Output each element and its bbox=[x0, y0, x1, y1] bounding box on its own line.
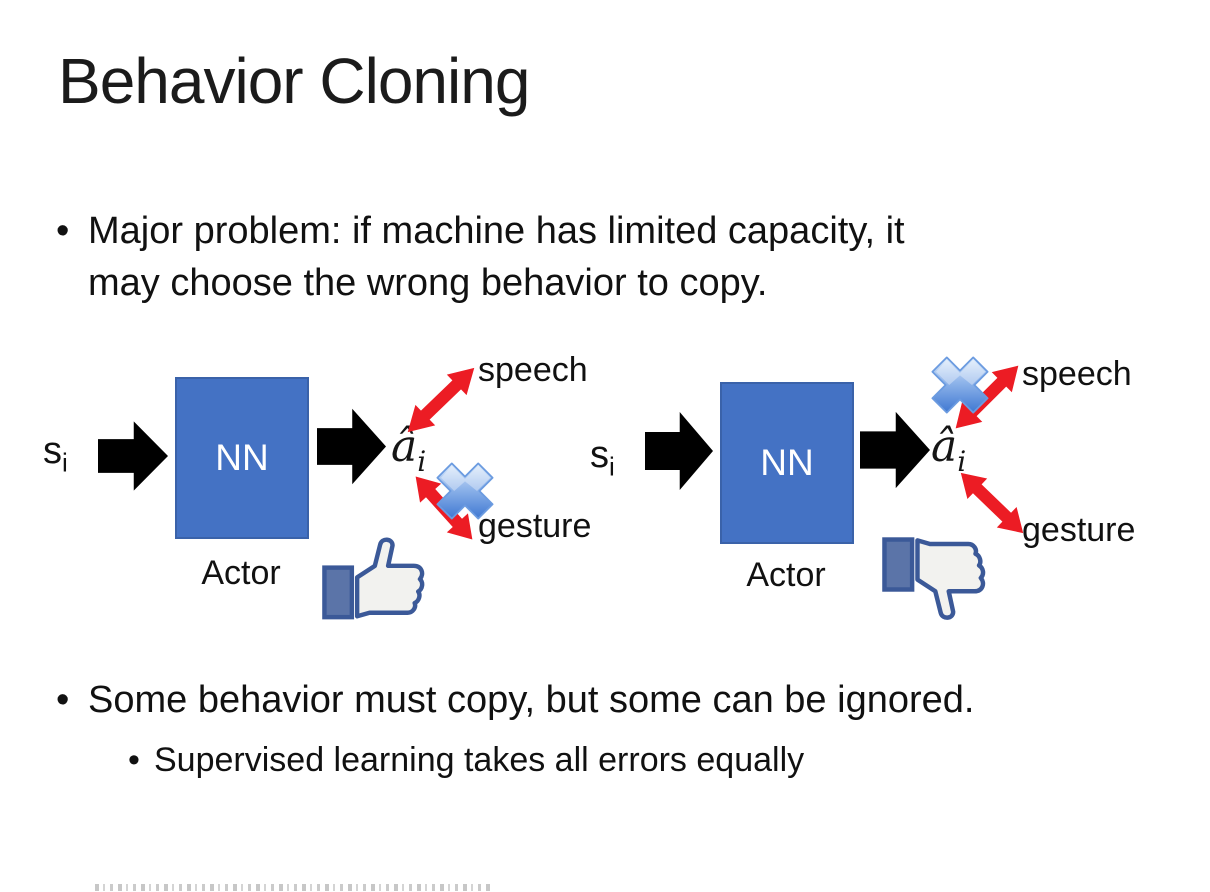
actor-label: Actor bbox=[746, 556, 826, 594]
actor-label: Actor bbox=[201, 554, 281, 592]
thumbs-up-icon bbox=[320, 534, 435, 626]
nn-label: NN bbox=[760, 442, 814, 483]
bullet-supervised-learning: • Supervised learning takes all errors e… bbox=[128, 738, 804, 782]
bullet-text: Some behavior must copy, but some can be… bbox=[88, 679, 975, 721]
cross-out-icon bbox=[435, 461, 495, 521]
nn-box: NN bbox=[175, 377, 309, 539]
speech-label: speech bbox=[478, 351, 588, 389]
bullet-line-2: may choose the wrong behavior to copy. bbox=[88, 262, 768, 305]
output-label: âi bbox=[931, 421, 967, 478]
black-arrow-icon bbox=[860, 406, 930, 494]
input-label: si bbox=[43, 430, 68, 478]
bullet-glyph: • bbox=[128, 741, 140, 779]
cross-out-icon bbox=[930, 355, 990, 415]
bullet-some-behavior: • Some behavior must copy, but some can … bbox=[56, 675, 974, 726]
nn-box: NN bbox=[720, 382, 854, 544]
thumbs-down-icon bbox=[880, 530, 996, 624]
nn-label: NN bbox=[215, 437, 269, 478]
bullet-glyph: • bbox=[56, 679, 70, 721]
black-arrow-icon bbox=[317, 403, 386, 490]
gesture-label: gesture bbox=[1022, 511, 1136, 549]
black-arrow-icon bbox=[645, 406, 713, 496]
red-double-arrow-gesture-icon bbox=[949, 460, 1036, 546]
bullet-text: Major problem: if machine has limited ca… bbox=[88, 205, 905, 309]
bullet-line-1: Major problem: if machine has limited ca… bbox=[88, 210, 905, 252]
speech-label: speech bbox=[1022, 355, 1132, 393]
bullet-major-problem: • Major problem: if machine has limited … bbox=[56, 205, 905, 309]
input-label: si bbox=[590, 434, 615, 482]
page-title: Behavior Cloning bbox=[58, 45, 530, 117]
red-double-arrow-speech-icon bbox=[395, 355, 486, 445]
black-arrow-icon bbox=[98, 416, 168, 496]
bullet-glyph: • bbox=[56, 210, 70, 252]
cutoff-text-artifact bbox=[95, 884, 491, 891]
bullet-text: Supervised learning takes all errors equ… bbox=[154, 741, 805, 779]
gesture-label: gesture bbox=[478, 507, 592, 545]
